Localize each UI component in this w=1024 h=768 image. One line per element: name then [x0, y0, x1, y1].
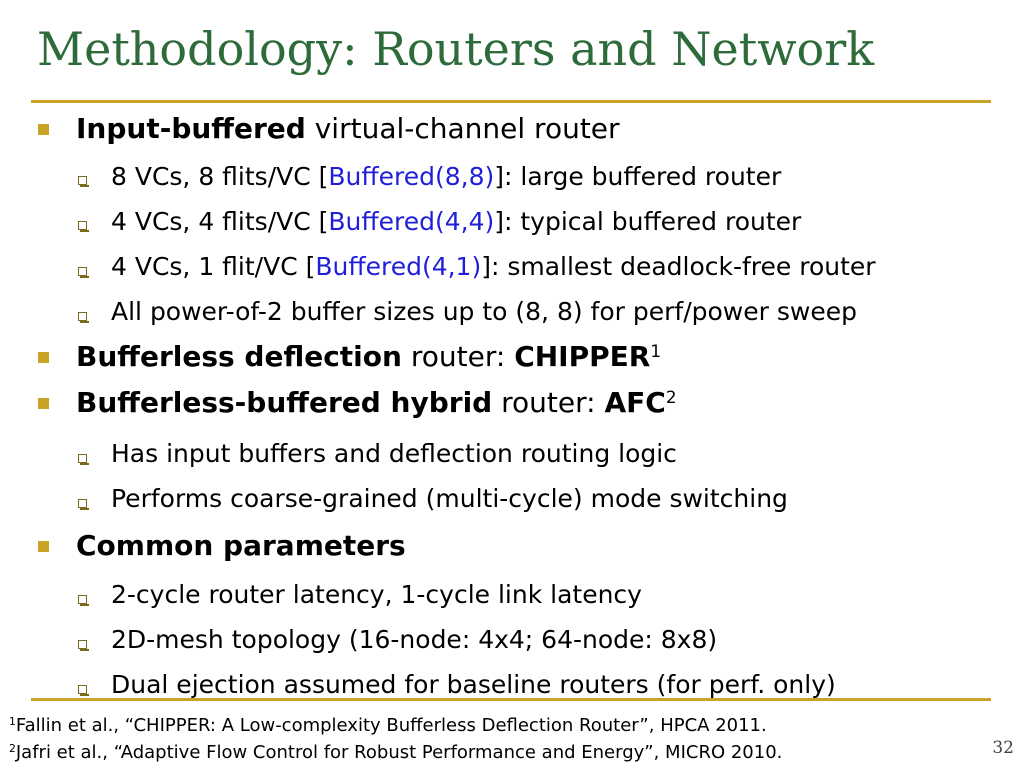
footnote-text: Fallin et al., “CHIPPER: A Low-complexit…: [15, 715, 767, 736]
bullet-text: router:: [492, 386, 605, 419]
router-name-afc: AFC: [604, 386, 666, 419]
config-label-buffered-8-8: Buffered(8,8): [328, 162, 495, 191]
footnote-ref-1: 1: [650, 340, 662, 361]
bullet-bufferless-deflection: Bufferless deflection router: CHIPPER1: [76, 340, 662, 373]
sub-bullet-buffered-4-1: 4 VCs, 1 flit/VC [Buffered(4,1)]: smalle…: [111, 254, 876, 279]
sub-bullet-icon: [78, 221, 89, 232]
sub-bullet-icon: [78, 595, 89, 606]
footnote-number: 2: [9, 742, 16, 756]
footnote-text: Jafri et al., “Adaptive Flow Control for…: [15, 742, 783, 763]
sub-bullet-text: ]: smallest deadlock-free router: [481, 252, 876, 281]
footnote-number: 1: [9, 715, 16, 729]
sub-bullet-buffer-sweep: All power-of-2 buffer sizes up to (8, 8)…: [111, 297, 857, 326]
bullet-square-icon: [38, 541, 49, 552]
footer-divider: [31, 698, 991, 701]
bullet-square-icon: [38, 398, 49, 409]
bullet-text: router:: [401, 340, 515, 373]
sub-bullet-icon: [78, 176, 89, 187]
bullet-bold-text: Input-buffered: [76, 112, 306, 145]
sub-bullet-mode-switching: Performs coarse-grained (multi-cycle) mo…: [111, 484, 788, 513]
sub-bullet-buffered-8-8: 8 VCs, 8 flits/VC [Buffered(8,8)]: large…: [111, 164, 781, 189]
sub-bullet-icon: [78, 640, 89, 651]
config-label-buffered-4-1: Buffered(4,1): [315, 252, 482, 281]
bullet-common-parameters: Common parameters: [76, 532, 406, 560]
sub-bullet-mesh-topology: 2D-mesh topology (16-node: 4x4; 64-node:…: [111, 625, 718, 654]
slide-title: Methodology: Routers and Network: [37, 22, 875, 76]
sub-bullet-text: 4 VCs, 1 flit/VC [: [111, 252, 316, 281]
config-label-buffered-4-4: Buffered(4,4): [328, 207, 495, 236]
sub-bullet-icon: [78, 454, 89, 465]
sub-bullet-dual-ejection: Dual ejection assumed for baseline route…: [111, 670, 836, 699]
sub-bullet-text: ]: typical buffered router: [494, 207, 802, 236]
sub-bullet-icon: [78, 499, 89, 510]
sub-bullet-icon: [78, 312, 89, 323]
sub-bullet-buffered-4-4: 4 VCs, 4 flits/VC [Buffered(4,4)]: typic…: [111, 209, 801, 234]
page-number: 32: [992, 738, 1014, 758]
bullet-input-buffered: Input-buffered virtual-channel router: [76, 115, 620, 143]
title-divider: [31, 100, 991, 103]
bullet-bold-text: Common parameters: [76, 529, 406, 562]
sub-bullet-text: 8 VCs, 8 flits/VC [: [111, 162, 329, 191]
bullet-text: virtual-channel router: [305, 112, 620, 145]
footnote-2: 2Jafri et al., “Adaptive Flow Control fo…: [9, 742, 783, 763]
bullet-bold-text: Bufferless-buffered hybrid: [76, 386, 493, 419]
sub-bullet-text: 4 VCs, 4 flits/VC [: [111, 207, 329, 236]
sub-bullet-icon: [78, 267, 89, 278]
bullet-square-icon: [38, 124, 49, 135]
sub-bullet-text: ]: large buffered router: [494, 162, 782, 191]
bullet-bold-text: Bufferless deflection: [76, 340, 402, 373]
sub-bullet-input-buffers: Has input buffers and deflection routing…: [111, 439, 677, 468]
footnote-1: 1Fallin et al., “CHIPPER: A Low-complexi…: [9, 715, 767, 736]
sub-bullet-icon: [78, 685, 89, 696]
bullet-square-icon: [38, 352, 49, 363]
bullet-bufferless-buffered-hybrid: Bufferless-buffered hybrid router: AFC2: [76, 386, 677, 419]
router-name-chipper: CHIPPER: [514, 340, 651, 373]
sub-bullet-latency: 2-cycle router latency, 1-cycle link lat…: [111, 580, 642, 609]
footnote-ref-2: 2: [665, 386, 677, 407]
